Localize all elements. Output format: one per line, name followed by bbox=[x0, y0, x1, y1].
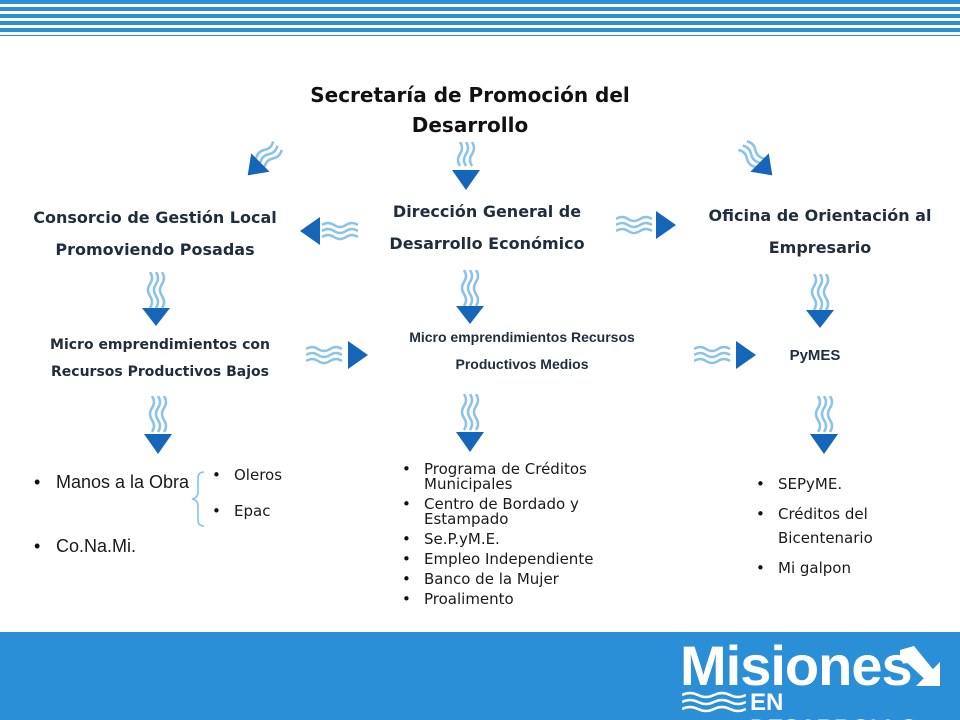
node-micro-bajos: Micro emprendimientos con Recursos Produ… bbox=[50, 337, 270, 380]
node-pymes: PyMES bbox=[789, 347, 841, 364]
list-item: Programa de Créditos Municipales bbox=[396, 462, 666, 492]
list-item: Centro de Bordado y Estampado bbox=[396, 497, 666, 527]
brace-icon bbox=[191, 471, 205, 527]
list-item: Proalimento bbox=[396, 592, 666, 608]
arrow-logo-icon bbox=[900, 646, 940, 686]
misiones-logo: Misiones EN DESARROLLO bbox=[676, 634, 952, 720]
wavy-arrow-icon bbox=[300, 217, 358, 245]
wavy-arrow-icon bbox=[616, 211, 676, 239]
wavy-arrow-icon bbox=[452, 142, 480, 190]
wavy-arrow-icon bbox=[306, 341, 368, 369]
list-right: SEPyME. Créditos del Bicentenario Mi gal… bbox=[750, 472, 920, 580]
list-left-main: Manos a la Obra Co.Na.Mi. bbox=[28, 470, 198, 558]
footer-band: Misiones EN DESARROLLO bbox=[0, 632, 960, 720]
list-item: Oleros bbox=[206, 464, 326, 486]
waves-icon bbox=[682, 691, 746, 713]
node-oficina: Oficina de Orientación al Empresario bbox=[708, 206, 932, 257]
logo-main-text: Misiones bbox=[680, 634, 913, 697]
node-micro-medios: Micro emprendimientos Recursos Productiv… bbox=[409, 329, 635, 372]
node-direccion: Dirección General de Desarrollo Económic… bbox=[389, 202, 585, 253]
list-item: Créditos del Bicentenario bbox=[750, 502, 920, 550]
list-item: Manos a la Obra bbox=[28, 470, 198, 494]
list-item: SEPyME. bbox=[750, 472, 920, 496]
wavy-arrow-icon bbox=[456, 270, 484, 324]
list-item: Epac bbox=[206, 500, 326, 522]
list-item: Empleo Independiente bbox=[396, 552, 666, 568]
wavy-arrow-icon bbox=[247, 141, 283, 176]
list-left-sub: Oleros Epac bbox=[206, 464, 326, 522]
wavy-arrow-icon bbox=[144, 396, 172, 454]
node-consorcio: Consorcio de Gestión Local Promoviendo P… bbox=[33, 208, 277, 259]
wavy-arrow-icon bbox=[738, 140, 773, 176]
diagram-title: Secretaría de Promoción del Desarrollo bbox=[310, 83, 630, 137]
list-item: Banco de la Mujer bbox=[396, 572, 666, 588]
wavy-arrow-icon bbox=[142, 272, 170, 326]
list-item: Mi galpon bbox=[750, 556, 920, 580]
list-item: Co.Na.Mi. bbox=[28, 534, 198, 558]
wavy-arrow-icon bbox=[456, 394, 484, 452]
wavy-arrow-icon bbox=[806, 274, 834, 328]
logo-sub-text: EN DESARROLLO bbox=[750, 689, 918, 720]
wavy-arrow-icon bbox=[694, 341, 756, 369]
list-center: Programa de Créditos Municipales Centro … bbox=[396, 462, 666, 608]
wavy-arrow-icon bbox=[810, 396, 838, 454]
list-item: Se.P.yM.E. bbox=[396, 532, 666, 548]
top-stripe-band bbox=[0, 0, 960, 36]
